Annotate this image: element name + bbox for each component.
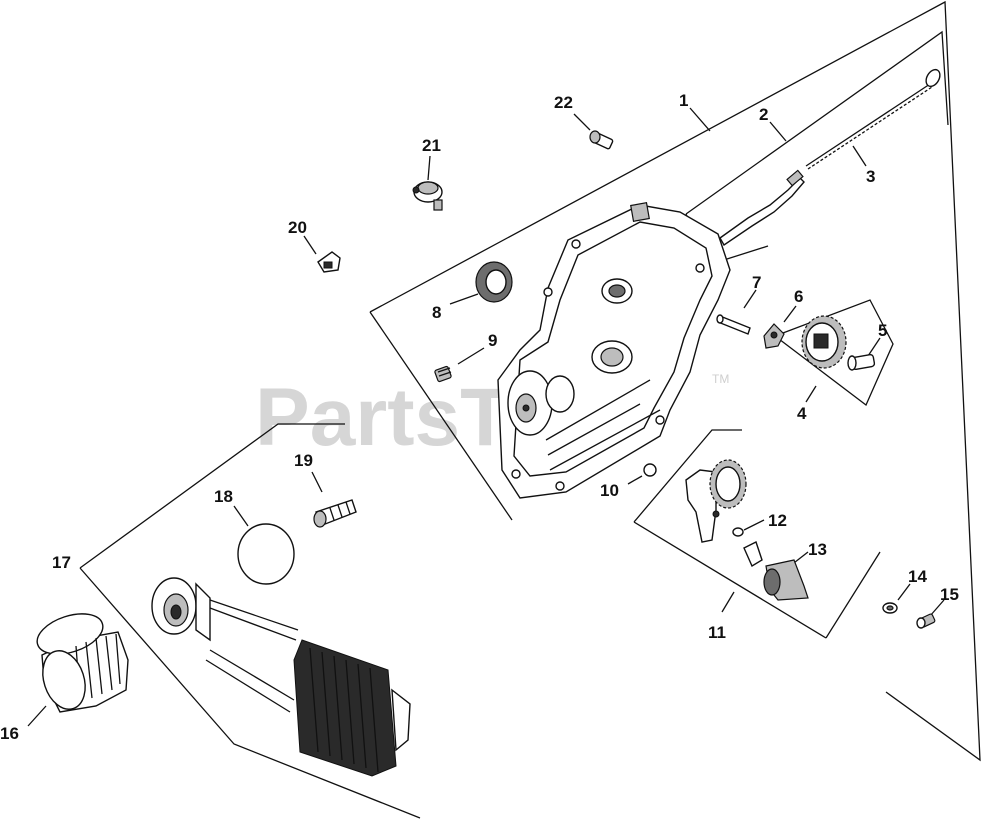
callout-14: 14 [908,567,927,586]
dipstick-tube-part [719,169,805,247]
closure-plate-part [497,202,731,499]
o-ring-12-part [732,527,744,537]
callout-18: 18 [214,487,233,506]
callout-22: 22 [554,93,573,112]
oil-cooler-part [151,577,411,777]
callout-15: 15 [940,585,959,604]
dipstick-part [805,68,941,170]
callout-17: 17 [52,553,71,572]
group-outline-1 [369,0,981,762]
governor-shaft-part [716,314,751,335]
sensor-clip-part [317,251,341,273]
oil-seal-part [475,261,513,303]
callout-2: 2 [759,105,768,124]
callout-16: 16 [0,724,19,743]
callout-11: 11 [708,623,726,642]
callout-13: 13 [808,540,827,559]
callout-10: 10 [600,481,619,500]
watermark-tm: TM [712,372,729,386]
oil-pump-part [685,459,747,543]
callout-20: 20 [288,218,307,237]
callout-21: 21 [422,136,441,155]
group-outline-4 [774,299,894,407]
washer-14-part [882,602,898,614]
group-outline-2 [685,30,949,266]
plug-part [434,365,452,383]
leader-lines [27,107,945,727]
screw-22-part [589,130,614,150]
fitting-19-part [313,499,357,528]
oil-pickup-part [743,541,809,601]
oil-filter-part [36,613,129,713]
callout-12: 12 [768,511,787,530]
group-outline-17 [79,423,421,819]
callout-9: 9 [488,331,497,350]
governor-gear-part [801,315,847,369]
group-outline-11 [633,429,881,639]
callout-3: 3 [866,167,875,186]
callout-8: 8 [432,303,441,322]
callout-4: 4 [797,404,807,423]
callout-1: 1 [679,91,688,110]
o-ring-small-part [643,463,657,477]
callout-19: 19 [294,451,313,470]
callout-6: 6 [794,287,803,306]
callout-5: 5 [878,321,887,340]
washer-part [763,323,785,349]
screw-15-part [916,613,936,629]
o-ring-large-part [237,523,295,585]
locating-pin-part [847,353,876,371]
oil-sentry-part [412,181,443,211]
callout-7: 7 [752,273,761,292]
